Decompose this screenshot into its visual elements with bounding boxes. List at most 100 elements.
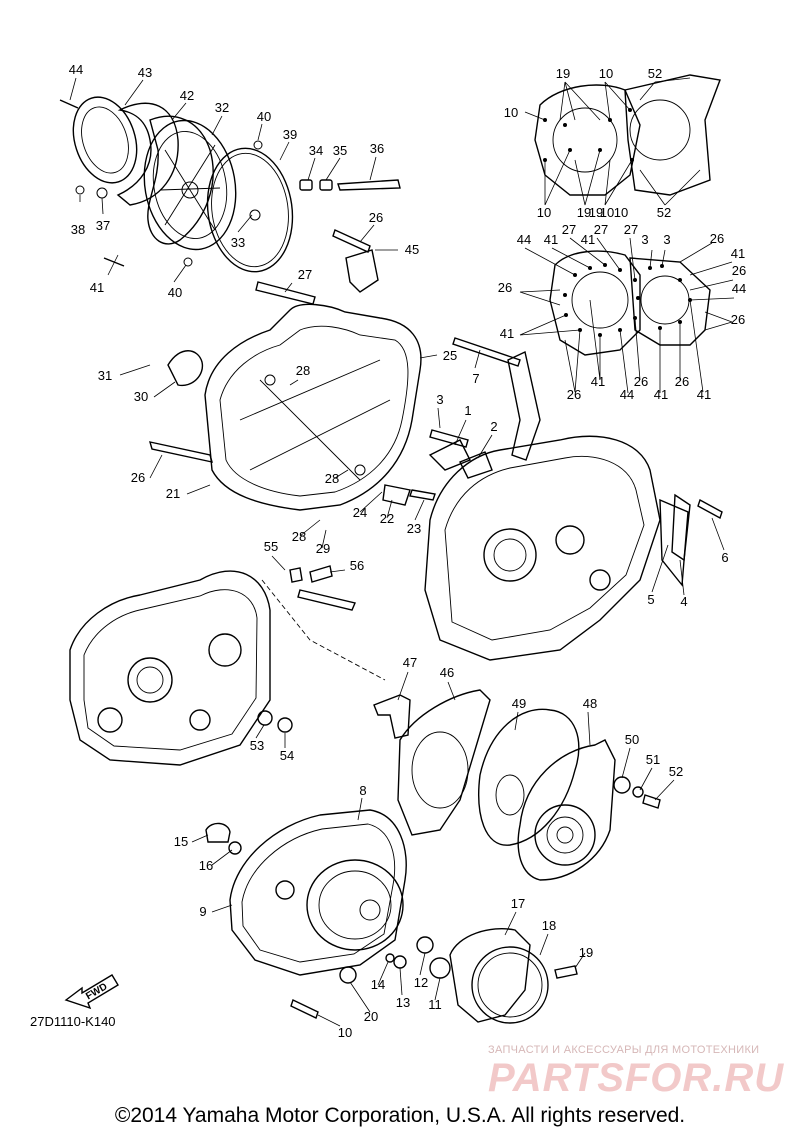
callout-label: 41 xyxy=(654,387,668,402)
callout-label: 21 xyxy=(166,486,180,501)
callout-label: 10 xyxy=(599,66,613,81)
callout-label: 28 xyxy=(296,363,310,378)
fwd-arrow: FWD xyxy=(64,974,119,1010)
callout-label: 20 xyxy=(364,1009,378,1024)
callout-label: 14 xyxy=(371,977,385,992)
callout-label: 47 xyxy=(403,655,417,670)
callout-label: 7 xyxy=(472,371,479,386)
callout-label: 44 xyxy=(732,281,746,296)
callout-label: 45 xyxy=(405,242,419,257)
callout-label: 26 xyxy=(498,280,512,295)
callout-label: 41 xyxy=(591,374,605,389)
callout-label: 19 xyxy=(579,945,593,960)
watermark-logo: PARTSFOR.RU xyxy=(488,1056,785,1100)
callout-label: 19 xyxy=(577,205,591,220)
callout-label: 23 xyxy=(407,521,421,536)
cover-assembly-top-left xyxy=(59,96,401,273)
clutch-cover-assembly xyxy=(205,809,578,1024)
callout-label: 26 xyxy=(567,387,581,402)
callout-label: 53 xyxy=(250,738,264,753)
callout-label: 55 xyxy=(264,539,278,554)
callout-label: 33 xyxy=(231,235,245,250)
callout-label: 38 xyxy=(71,222,85,237)
callout-label: 19 xyxy=(589,205,603,220)
callout-label: 44 xyxy=(69,62,83,77)
callout-label: 6 xyxy=(721,550,728,565)
callout-label: 52 xyxy=(657,205,671,220)
callout-label: 18 xyxy=(542,918,556,933)
callout-label: 41 xyxy=(500,326,514,341)
crankcase-left xyxy=(69,565,386,766)
callout-label: 11 xyxy=(428,997,442,1012)
callout-label: 41 xyxy=(697,387,711,402)
callout-label: 41 xyxy=(731,246,745,261)
callout-label: 30 xyxy=(134,389,148,404)
callout-label: 25 xyxy=(443,348,457,363)
diagram-code: 27D1110-K140 xyxy=(30,1014,116,1029)
callout-label: 26 xyxy=(732,263,746,278)
callout-label: 28 xyxy=(325,471,339,486)
callout-label: 35 xyxy=(333,143,347,158)
callout-label: 9 xyxy=(199,904,206,919)
callout-label: 26 xyxy=(731,312,745,327)
bolt-layout-reference-bottom xyxy=(549,250,711,356)
copyright-notice: ©2014 Yamaha Motor Corporation, U.S.A. A… xyxy=(114,1104,686,1127)
callout-label: 43 xyxy=(138,65,152,80)
callout-label: 26 xyxy=(131,470,145,485)
callout-label: 3 xyxy=(641,232,648,247)
callout-label: 50 xyxy=(625,732,639,747)
callout-label: 28 xyxy=(292,529,306,544)
callout-labels: 44 43 42 32 40 39 34 35 36 38 37 33 41 4… xyxy=(69,62,746,1040)
callout-label: 40 xyxy=(168,285,182,300)
callout-label: 1 xyxy=(464,403,471,418)
fwd-label: FWD xyxy=(84,981,109,1002)
leader-lines xyxy=(69,77,735,1027)
callout-label: 41 xyxy=(581,232,595,247)
callout-label: 54 xyxy=(280,748,294,763)
callout-label: 4 xyxy=(680,594,687,609)
callout-label: 16 xyxy=(199,858,213,873)
callout-label: 10 xyxy=(537,205,551,220)
callout-label: 52 xyxy=(648,66,662,81)
callout-label: 44 xyxy=(620,387,634,402)
callout-label: 5 xyxy=(647,592,654,607)
callout-label: 22 xyxy=(380,511,394,526)
callout-label: 10 xyxy=(614,205,628,220)
callout-label: 32 xyxy=(215,100,229,115)
middle-covers xyxy=(373,689,661,881)
callout-label: 40 xyxy=(257,109,271,124)
callout-label: 26 xyxy=(634,374,648,389)
callout-label: 52 xyxy=(669,764,683,779)
callout-label: 24 xyxy=(353,505,367,520)
callout-label: 17 xyxy=(511,896,525,911)
crankcase-right xyxy=(382,337,723,661)
callout-label: 39 xyxy=(283,127,297,142)
callout-label: 31 xyxy=(98,368,112,383)
callout-label: 44 xyxy=(517,232,531,247)
callout-label: 41 xyxy=(544,232,558,247)
callout-label: 27 xyxy=(298,267,312,282)
bolt-layout-reference-top xyxy=(534,74,721,196)
callout-label: 26 xyxy=(675,374,689,389)
callout-label: 42 xyxy=(180,88,194,103)
callout-label: 10 xyxy=(338,1025,352,1040)
callout-label: 49 xyxy=(512,696,526,711)
callout-label: 37 xyxy=(96,218,110,233)
callout-label: 41 xyxy=(90,280,104,295)
callout-label: 3 xyxy=(663,232,670,247)
watermark-caption: ЗАПЧАСТИ И АКСЕССУАРЫ ДЛЯ МОТОТЕХНИКИ xyxy=(488,1044,760,1056)
callout-label: 34 xyxy=(309,143,323,158)
callout-label: 2 xyxy=(490,419,497,434)
callout-label: 27 xyxy=(562,222,576,237)
callout-label: 13 xyxy=(396,995,410,1010)
callout-label: 26 xyxy=(710,231,724,246)
callout-label: 29 xyxy=(316,541,330,556)
callout-label: 10 xyxy=(600,205,614,220)
callout-label: 26 xyxy=(369,210,383,225)
callout-label: 8 xyxy=(359,783,366,798)
crankcase-cover-assembly xyxy=(149,229,422,511)
callout-label: 12 xyxy=(414,975,428,990)
callout-label: 15 xyxy=(174,834,188,849)
callout-label: 48 xyxy=(583,696,597,711)
